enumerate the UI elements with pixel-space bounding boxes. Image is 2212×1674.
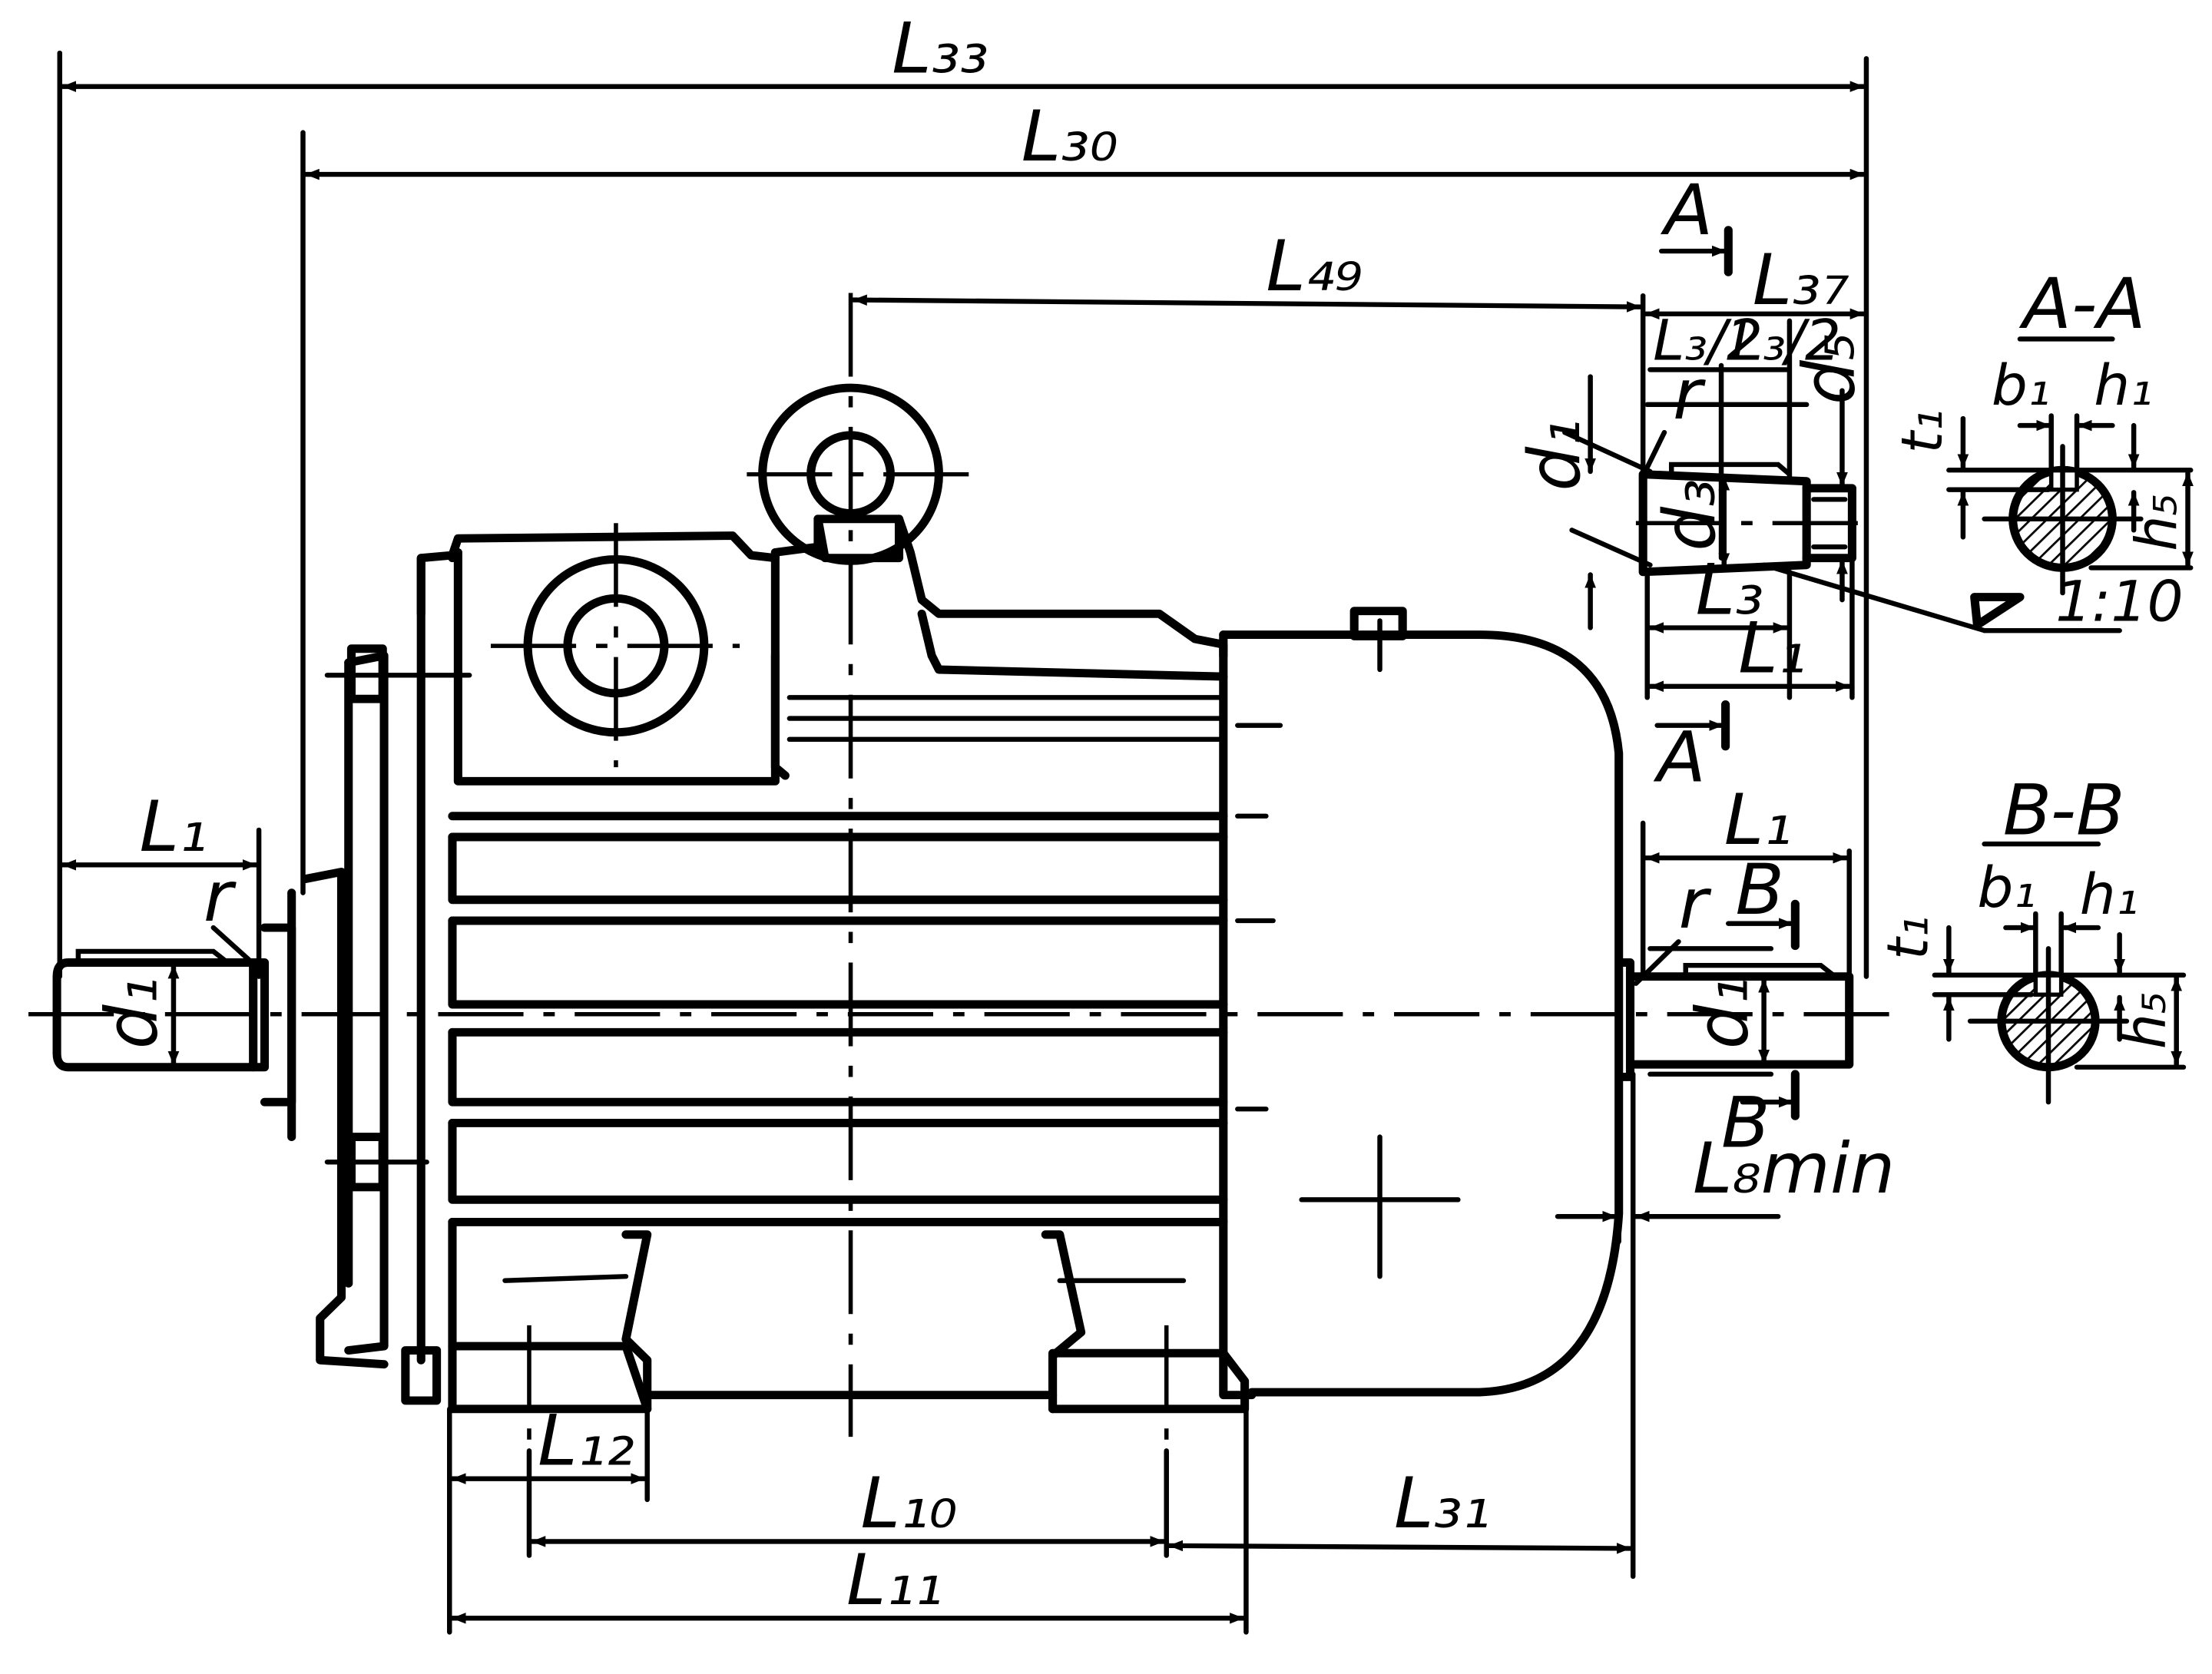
section-aa-h5: h₅ [2124, 493, 2190, 551]
label-L30: L₃₀ [1022, 96, 1118, 177]
label-L37: L₃₇ [1753, 240, 1849, 321]
label-r-right: r [1678, 863, 1711, 945]
marker-B-top: B [1736, 849, 1785, 931]
label-r-left: r [204, 856, 237, 938]
label-L12: L₁₂ [538, 1400, 634, 1481]
marker-B-bottom: B [1721, 1082, 1770, 1163]
dimension-lines [57, 50, 2122, 1635]
label-L49: L₄₉ [1266, 226, 1363, 307]
label-d5: d₅ [1787, 332, 1870, 405]
label-L11: L₁₁ [846, 1540, 943, 1621]
label-L3-half-a: L₃/2 [1653, 309, 1763, 373]
section-aa-t1: t₁ [1889, 409, 1955, 454]
marker-A-bottom: A [1654, 716, 1706, 798]
section-bb-h1: h₁ [2080, 863, 2139, 928]
label-taper: 1:10 [2055, 570, 2183, 634]
label-d1-right: d₁ [1681, 977, 1764, 1049]
section-bb-t1: t₁ [1876, 915, 1942, 960]
section-aa-title: A-A [2019, 263, 2146, 345]
section-bb-title: B-B [2003, 769, 2125, 851]
label-L31: L₃₁ [1394, 1463, 1491, 1544]
motor-body [52, 383, 1856, 1414]
section-aa-h1: h₁ [2094, 353, 2153, 418]
section-bb-b1: b₁ [1977, 855, 2036, 920]
dimension-labels: L₃₃ L₃₀ L₄₉ L₃₇ L₃/2 L₃/2 d₅ d₁ d₃ r L₃ … [91, 8, 2190, 1621]
marker-A-top: A [1661, 170, 1713, 251]
center-lines [28, 293, 1899, 1451]
label-L10: L₁₀ [861, 1463, 958, 1544]
section-cut-markers [1654, 226, 1800, 1120]
section-bb [1932, 841, 2187, 1105]
label-d1-top: d₁ [1513, 418, 1596, 491]
label-L1-top: L₁ [1738, 607, 1806, 689]
section-aa-b1: b₁ [1992, 353, 2051, 418]
section-bb-h5: h₅ [2113, 991, 2179, 1049]
label-L8min: L₈min [1693, 1128, 1895, 1209]
label-d1-left: d₁ [91, 977, 174, 1049]
label-L3-half-b: L₃/2 [1731, 309, 1841, 373]
label-L33: L₃₃ [892, 8, 988, 89]
label-L1-left: L₁ [140, 786, 208, 868]
section-aa [1946, 336, 2194, 596]
label-L3: L₃ [1696, 549, 1764, 630]
label-r-top: r [1673, 354, 1706, 435]
label-L1-right: L₁ [1724, 779, 1793, 861]
label-d3: d₃ [1648, 479, 1731, 551]
